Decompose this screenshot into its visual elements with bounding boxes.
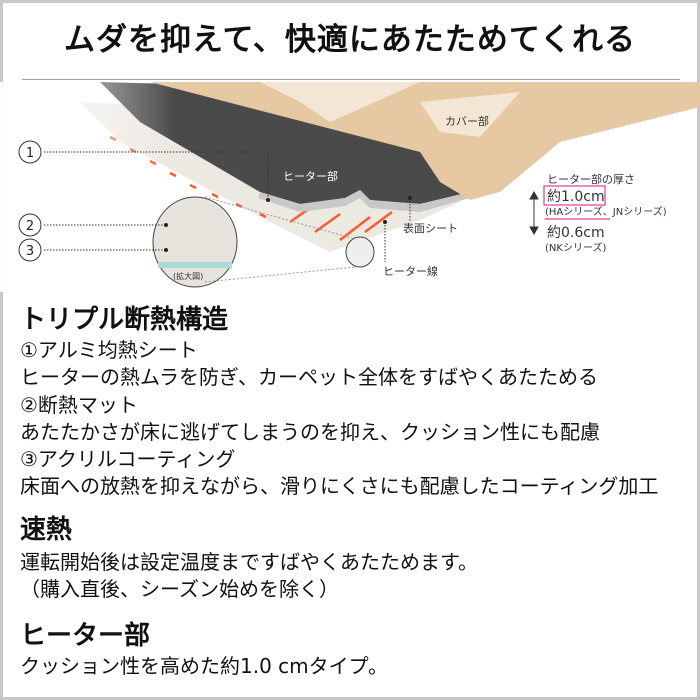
section-heading-triple-insulation: トリプル断熱構造 bbox=[20, 305, 229, 335]
thickness-series-1: (HAシリーズ、JNシリーズ) bbox=[545, 205, 667, 218]
label-cover: カバー部 bbox=[445, 114, 489, 128]
callout-3: 3 bbox=[26, 244, 34, 259]
feature-1-desc: ヒーターの熱ムラを防ぎ、カーペット全体をすばやくあたためる bbox=[20, 365, 598, 389]
label-heater-wire: ヒーター線 bbox=[383, 264, 438, 278]
highlight-box bbox=[543, 185, 606, 206]
page-title: ムダを抑えて、快適にあたためてくれる bbox=[64, 22, 636, 58]
thickness-series-2: (NKシリーズ) bbox=[545, 241, 606, 254]
title-divider bbox=[22, 79, 680, 80]
quick-heat-desc: 運転開始後は設定温度まですばやくあたためます。 bbox=[20, 550, 478, 574]
quick-heat-note: （購入直後、シーズン始めを除く） bbox=[20, 577, 339, 601]
callout-1: 1 bbox=[26, 146, 34, 161]
feature-1-title: ①アルミ均熱シート bbox=[20, 338, 198, 362]
feature-3-desc: 床面への放熱を抑えながら、滑りにくさにも配慮したコーティング加工 bbox=[20, 474, 659, 498]
thickness-heading: ヒーター部の厚さ bbox=[547, 172, 635, 186]
feature-2-title: ②断熱マット bbox=[20, 393, 138, 417]
layer-diagram: 1 2 3 カバー部 ヒーター部 表面シート ヒーター線 (拡大図) ヒーター部… bbox=[0, 82, 700, 292]
callout-2: 2 bbox=[26, 219, 34, 234]
section-heading-heater: ヒーター部 bbox=[20, 621, 151, 651]
thickness-arrow bbox=[529, 190, 539, 236]
label-surface-sheet: 表面シート bbox=[403, 221, 458, 235]
label-zoom: (拡大図) bbox=[173, 271, 203, 281]
thickness-value-1: 約1.0cm bbox=[547, 189, 605, 205]
thickness-value-2: 約0.6cm bbox=[547, 225, 605, 241]
heater-desc: クッション性を高めた約1.0 cmタイプ。 bbox=[20, 654, 389, 678]
section-heading-quick-heat: 速熱 bbox=[20, 515, 73, 545]
label-heater: ヒーター部 bbox=[283, 169, 338, 183]
feature-2-desc: あたたかさが床に逃げてしまうのを抑え、クッション性にも配慮 bbox=[20, 420, 600, 444]
feature-3-title: ③アクリルコーティング bbox=[20, 447, 236, 471]
